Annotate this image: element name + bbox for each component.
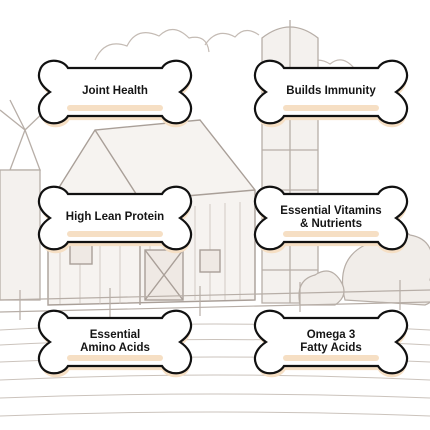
fence (0, 280, 430, 320)
benefit-label: Essential Amino Acids (80, 328, 150, 355)
benefit-high-lean-protein-badge: High Lean Protein (32, 182, 198, 254)
benefit-joint-health-badge: Joint Health (32, 56, 198, 128)
benefit-omega-3-badge: Omega 3 Fatty Acids (248, 306, 414, 378)
dog-bone-icon (37, 59, 193, 128)
benefit-label: Joint Health (82, 85, 148, 98)
benefit-essential-vitamins-badge: Essential Vitamins & Nutrients (248, 182, 414, 254)
benefit-label: Essential Vitamins & Nutrients (280, 204, 382, 231)
benefit-label: High Lean Protein (65, 211, 165, 224)
benefit-label: Builds Immunity (286, 85, 376, 98)
benefit-label: Omega 3 Fatty Acids (300, 328, 362, 355)
dog-bone-icon (37, 309, 193, 378)
dog-bone-icon (37, 185, 193, 254)
dog-bone-icon (253, 309, 409, 378)
windmill (0, 99, 49, 301)
dog-bone-icon (253, 185, 409, 254)
benefit-builds-immunity-badge: Builds Immunity (248, 56, 414, 128)
benefit-essential-amino-acids-badge: Essential Amino Acids (32, 306, 198, 378)
trees (298, 226, 430, 306)
dog-bone-icon (253, 59, 409, 128)
